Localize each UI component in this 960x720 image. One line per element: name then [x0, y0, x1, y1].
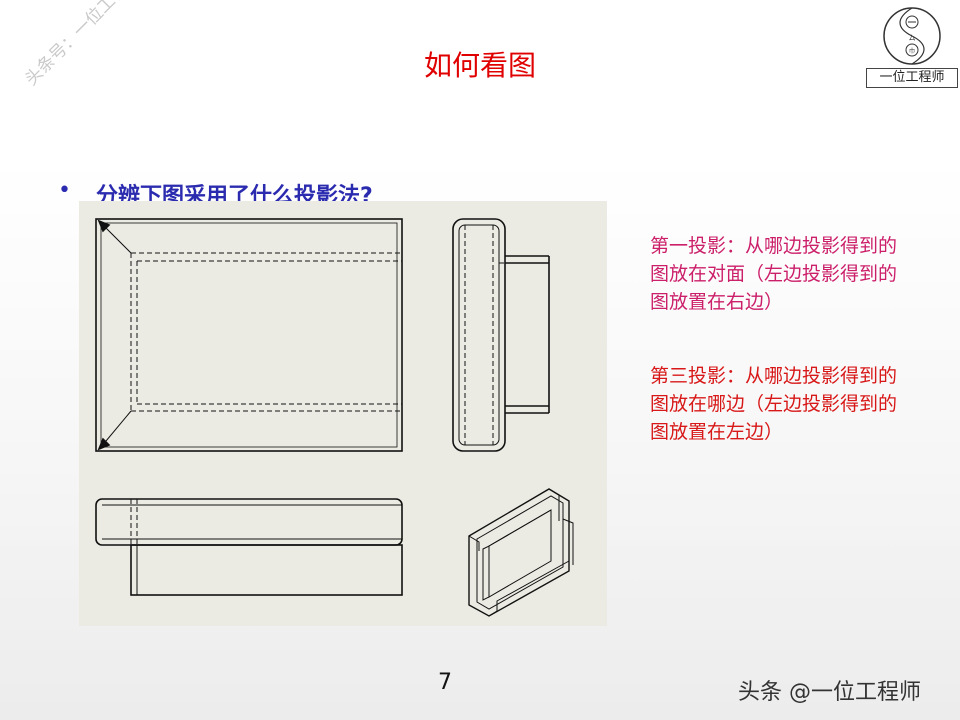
footer-watermark: 头条 @一位工程师: [738, 680, 921, 705]
question-text: 分辨下图采用了什么投影法?: [96, 184, 373, 202]
page-number: 7: [438, 670, 452, 695]
third-angle-note: 第三投影：从哪边投影得到的图放在哪边（左边投影得到的图放置在左边）: [650, 365, 898, 443]
side-view: [452, 218, 550, 452]
svg-text:巾: 巾: [909, 47, 915, 55]
isometric-view: [468, 488, 574, 617]
top-view: [95, 498, 403, 596]
bullet-marker: •: [58, 178, 71, 203]
front-view: [95, 218, 403, 452]
projection-drawing: [79, 201, 607, 626]
slide-title: 如何看图: [423, 49, 536, 82]
logo-emblem-icon: ム 巾: [883, 7, 941, 65]
logo: ム 巾 一位工程师: [866, 4, 958, 88]
first-angle-note: 第一投影：从哪边投影得到的图放在对面（左边投影得到的图放置在右边）: [650, 235, 898, 313]
projection-views: [95, 218, 574, 617]
svg-text:ム: ム: [909, 34, 916, 42]
logo-caption: 一位工程师: [866, 68, 958, 88]
